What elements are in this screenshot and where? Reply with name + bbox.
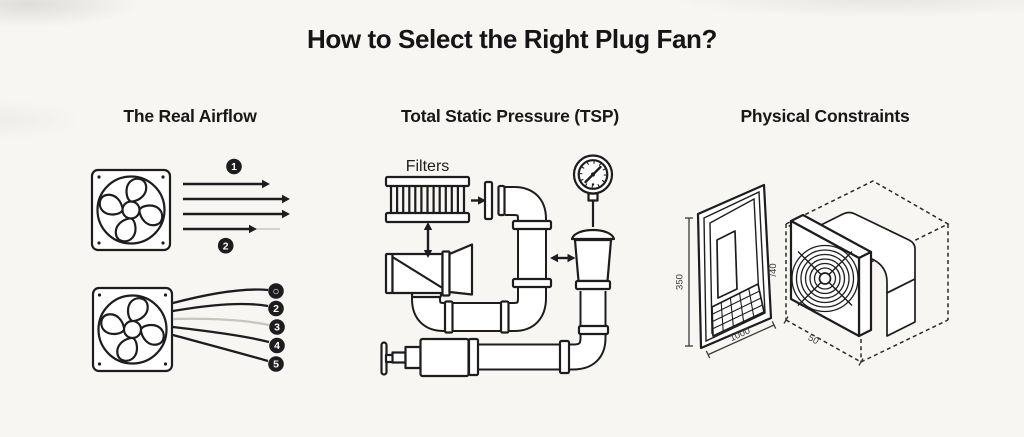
spread-airflow-lines: [172, 288, 270, 363]
damper: [384, 243, 474, 297]
fan-icon: [91, 286, 174, 373]
svg-text:4: 4: [274, 340, 280, 352]
straight-airflow-arrows: [183, 179, 290, 234]
tsp-heading: Total Static Pressure (TSP): [401, 106, 619, 126]
svg-text:2: 2: [273, 303, 279, 315]
badge-2: 2: [217, 237, 234, 254]
fan-guard-icon: [791, 244, 859, 313]
filters-label: Filters: [406, 158, 450, 175]
badge-1: 1: [226, 158, 242, 175]
side-panel: [886, 278, 916, 337]
floor-tiles: [711, 283, 765, 337]
door-opening: [696, 183, 773, 350]
tsp-arrows: [423, 196, 576, 263]
pipe-collars: [410, 180, 571, 377]
venturi: [570, 228, 616, 336]
cube-dimension-ticks: [783, 316, 864, 366]
corner-screws: [97, 293, 168, 366]
svg-text:5: 5: [273, 359, 279, 371]
physical-heading: Physical Constraints: [740, 106, 910, 126]
page-title: How to Select the Right Plug Fan?: [306, 24, 718, 54]
door-dimensions: [685, 217, 777, 359]
door-height-dim: 350: [675, 274, 686, 290]
airflow-heading: The Real Airflow: [123, 106, 257, 126]
silencer-valve: [380, 337, 470, 378]
svg-text:○: ○: [273, 286, 280, 298]
physical-diagram: 350 1000 /40 50: [675, 180, 950, 366]
corner-screws: [97, 175, 165, 245]
tsp-diagram: Filters: [380, 154, 616, 378]
pipe-loop: [411, 186, 607, 371]
spread-badges: ○ 2 3 4 5: [268, 283, 285, 372]
filter-bank: [384, 175, 471, 224]
door-leaf: [716, 230, 738, 299]
svg-text:2: 2: [223, 240, 229, 252]
fan-height-dim: /40: [768, 263, 779, 276]
fan-icon: [90, 168, 172, 252]
plug-fan-unit: [789, 211, 916, 338]
svg-text:3: 3: [274, 322, 280, 334]
airflow-diagram: 1 2 ○ 2 3 4: [90, 158, 290, 373]
svg-text:1: 1: [231, 161, 237, 173]
fan-depth-dim: 50: [806, 332, 821, 347]
pressure-gauge-icon: [572, 154, 614, 227]
